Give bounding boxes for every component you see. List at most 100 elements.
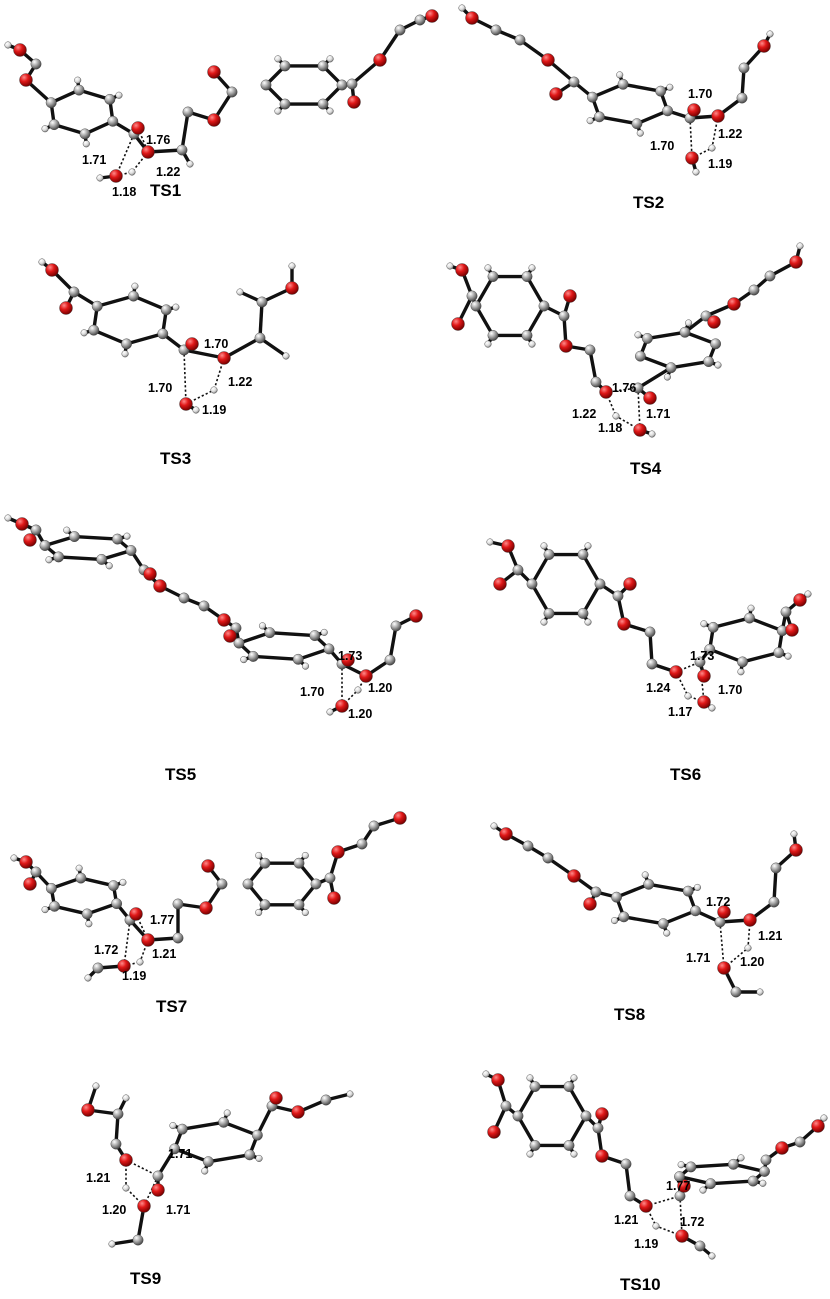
oxygen-atom [633,423,647,437]
molecule-ts5 [4,514,423,716]
oxygen-atom [465,11,479,25]
hydrogen-atom [38,258,46,266]
molecule-models [4,4,828,1260]
hydrogen-atom [526,1150,534,1158]
hydrogen-atom [288,262,296,270]
oxygen-atom [19,73,33,87]
carbon-atom [679,326,691,338]
carbon-atom [390,620,402,632]
bond [296,647,331,662]
bond [645,330,687,341]
hydrogen-atom [4,514,12,522]
carbon-atom [685,1161,697,1173]
hydrogen-atom [96,174,104,182]
carbon-atom [336,79,348,91]
oxygen-atom [499,827,513,841]
carbon-atom [356,838,368,850]
hydrogen-atom [586,117,594,125]
hydrogen-atom [4,41,12,49]
carbon-atom [703,356,715,367]
hydrogen-atom [737,1154,745,1162]
hydrogen-atom [282,352,290,360]
carbon-atom [53,551,64,563]
hydrogen-atom [747,604,755,612]
carbon-atom [218,1116,230,1128]
carbon-atom [587,91,598,103]
hydrogen-atom [528,340,536,348]
bond-distance-label: 1.72 [94,943,118,957]
oxygen-atom [347,95,361,109]
hydrogen-atom [326,708,334,716]
oxygen-atom [141,145,155,159]
carbon-atom [92,962,104,974]
carbon-atom [521,330,533,341]
oxygen-atom [595,1149,609,1163]
bond [72,534,120,541]
hydrogen-atom [186,160,194,168]
oxygen-atom [789,255,803,269]
carbon-atom [655,85,667,97]
carbon-atom [727,1158,739,1170]
bond [474,274,495,308]
hydrogen-atom [122,1094,130,1102]
hydrogen-atom [584,618,592,626]
bond [581,552,602,586]
hydrogen-atom [240,656,248,664]
hydrogen-atom [192,406,200,414]
carbon-atom [773,647,785,659]
oxygen-atom [675,1229,689,1243]
hydrogen-atom [346,1090,354,1098]
oxygen-atom [697,695,711,709]
carbon-atom [169,1143,181,1155]
bond-distance-label: 1.20 [368,681,392,695]
dashed-contact [183,349,187,405]
carbon-atom [260,79,272,91]
bond [180,110,190,152]
oxygen-atom [687,103,701,117]
carbon-atom [617,78,629,90]
carbon-atom [592,1122,604,1134]
hydrogen-atom [692,168,700,176]
carbon-atom [737,656,748,668]
oxygen-atom [341,653,355,667]
carbon-atom [529,1140,541,1151]
carbon-atom [538,300,550,312]
carbon-atom [346,78,358,90]
bond [180,1120,226,1131]
bond-distance-label: 1.76 [612,381,636,395]
bond [711,616,752,630]
carbon-atom [202,1156,214,1168]
carbon-atom [152,1170,164,1182]
oxygen-atom [335,699,349,713]
carbon-atom [233,637,245,649]
carbon-atom [256,296,268,308]
carbon-atom [618,911,630,923]
oxygen-atom [393,811,407,825]
carbon-atom [75,872,87,884]
bond [131,294,168,312]
carbon-atom [470,300,482,312]
hydrogen-atom [301,909,309,917]
hydrogen-atom [92,1082,100,1090]
bond [683,330,718,346]
bond-distance-label: 1.20 [102,1203,126,1217]
bond [590,82,625,99]
hydrogen-atom [255,1154,263,1162]
oxygen-atom [717,961,731,975]
carbon-atom [594,578,606,590]
bond-distance-label: 1.21 [758,929,782,943]
hydrogen-atom [482,1070,490,1078]
hydrogen-atom [172,303,180,311]
oxygen-atom [409,609,423,623]
hydrogen-atom [663,373,671,381]
oxygen-atom [583,897,597,911]
bond-distance-label: 1.19 [122,969,146,983]
carbon-atom [68,286,80,298]
oxygen-atom [359,669,373,683]
carbon-atom [323,643,335,655]
bond [222,336,262,360]
dashed-contact [691,147,713,159]
bond-distance-label: 1.21 [614,1213,638,1227]
dashed-contact [139,939,149,963]
bond [95,294,136,308]
